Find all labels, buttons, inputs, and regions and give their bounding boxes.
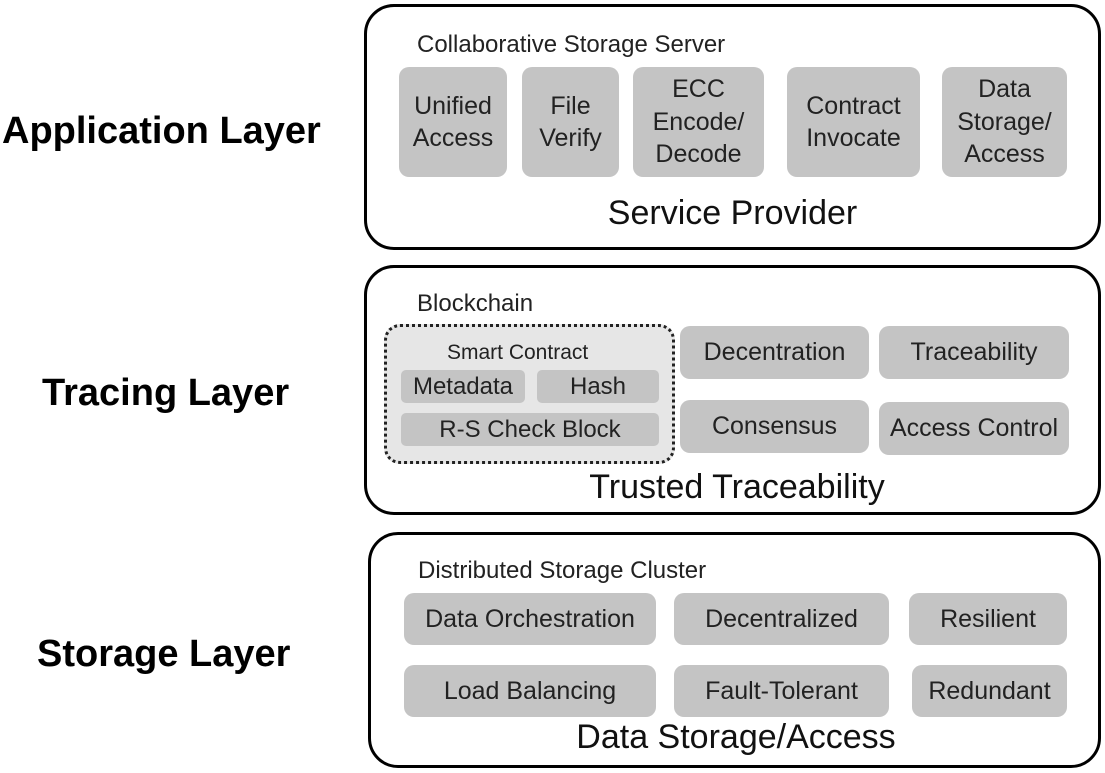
contract-invocate-box: Contract Invocate	[787, 67, 920, 177]
tracing-layer-label: Tracing Layer	[42, 372, 290, 414]
metadata-box: Metadata	[401, 370, 525, 403]
fault-tolerant-box: Fault-Tolerant	[674, 665, 889, 717]
smart-contract-title: Smart Contract	[447, 341, 589, 364]
service-provider-caption: Service Provider	[607, 194, 858, 232]
traceability-box: Traceability	[879, 326, 1069, 379]
rs-check-block-box: R-S Check Block	[401, 413, 659, 446]
load-balancing-box: Load Balancing	[404, 665, 656, 717]
application-panel: Collaborative Storage Server Unified Acc…	[364, 4, 1101, 250]
storage-cluster-title: Distributed Storage Cluster	[418, 557, 707, 584]
unified-access-box: Unified Access	[399, 67, 507, 177]
decentration-box: Decentration	[680, 326, 869, 379]
blockchain-title: Blockchain	[417, 290, 534, 317]
data-orchestration-box: Data Orchestration	[404, 593, 656, 645]
ecc-encode-decode-box: ECC Encode/ Decode	[633, 67, 764, 177]
access-control-box: Access Control	[879, 402, 1069, 455]
decentralized-box: Decentralized	[674, 593, 889, 645]
data-storage-access-caption: Data Storage/Access	[576, 718, 896, 756]
hash-box: Hash	[537, 370, 659, 403]
tracing-panel: Blockchain Smart Contract Metadata Hash …	[364, 265, 1101, 515]
storage-panel: Distributed Storage Cluster Data Orchest…	[368, 532, 1101, 768]
application-layer-label: Application Layer	[2, 110, 321, 152]
data-storage-access-box: Data Storage/ Access	[942, 67, 1067, 177]
consensus-box: Consensus	[680, 400, 869, 453]
resilient-box: Resilient	[909, 593, 1067, 645]
file-verify-box: File Verify	[522, 67, 619, 177]
smart-contract-group: Smart Contract Metadata Hash R-S Check B…	[384, 324, 675, 464]
application-panel-title: Collaborative Storage Server	[417, 31, 726, 58]
storage-layer-label: Storage Layer	[37, 633, 291, 675]
trusted-traceability-caption: Trusted Traceability	[589, 468, 885, 506]
redundant-box: Redundant	[912, 665, 1067, 717]
